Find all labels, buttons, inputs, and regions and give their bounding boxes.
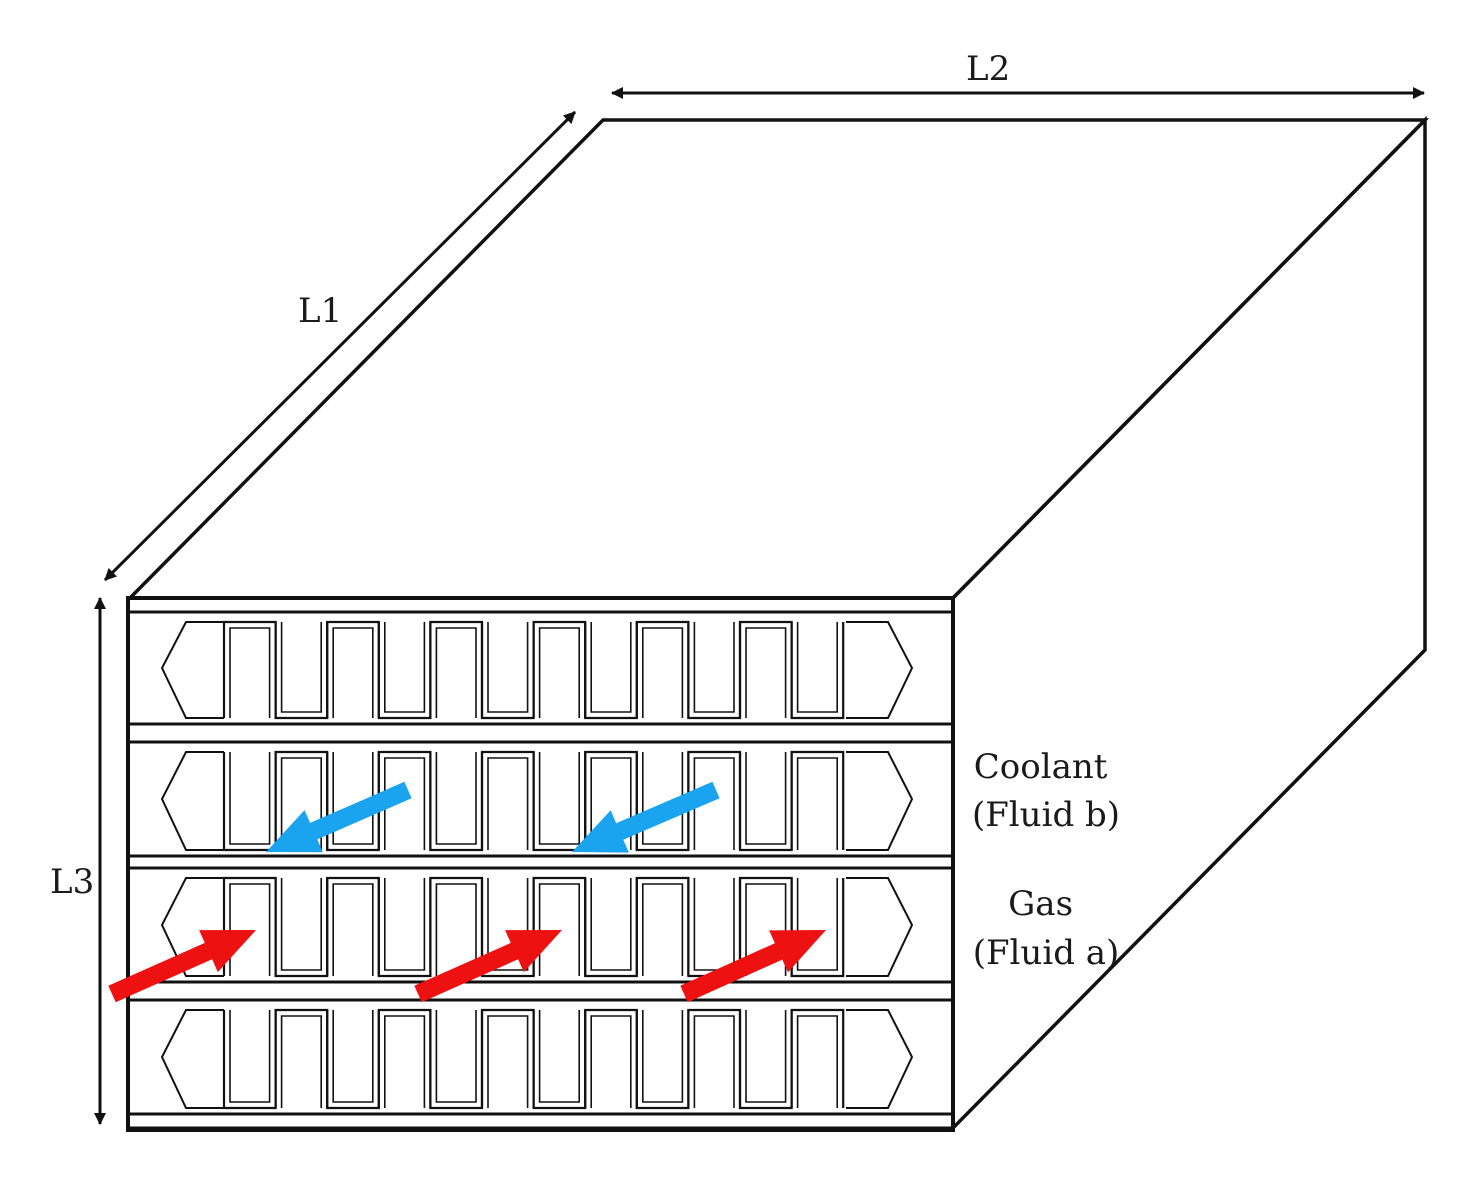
fin-segment-inner (796, 622, 838, 713)
fin-segment-inner (796, 878, 838, 971)
fin-segment-inner (642, 1010, 684, 1103)
fin-segment-inner (745, 752, 787, 845)
fin-end-cap-left (160, 877, 224, 977)
fin-end-cap-left (160, 1009, 224, 1109)
fin-segment-inner (796, 757, 838, 850)
fin-segment-inner (590, 622, 632, 713)
fin-segment-inner (538, 627, 580, 718)
fin-segment-inner (280, 878, 322, 971)
fin-segment-inner (538, 1010, 580, 1103)
block-front-face (126, 596, 955, 1132)
block-right-face (951, 115, 1427, 1133)
fin-segment-inner (332, 883, 374, 976)
fin-segment-inner (538, 883, 580, 976)
fin-segment-inner (435, 627, 477, 718)
coolant-flow-arrow (572, 781, 720, 853)
fin-segment-inner (229, 883, 271, 976)
fin-segment (790, 750, 845, 850)
fin-end-cap-right (846, 621, 914, 719)
label-l3: L3 (50, 862, 94, 902)
fin-segment-inner (229, 627, 271, 718)
fin-segment-inner (487, 1015, 529, 1108)
fin-segment-inner (435, 883, 477, 976)
gas-flow-arrow (680, 930, 826, 1003)
fin-segment-inner (487, 757, 529, 850)
fin-segment-inner (229, 752, 271, 845)
fin-segment-inner (693, 622, 735, 713)
gas-flow-arrow (414, 930, 562, 1003)
fin-segment-inner (590, 1015, 632, 1108)
exchanger-block (125, 115, 1430, 1133)
flow-arrows (108, 781, 826, 1003)
fin-segment-inner (745, 883, 787, 976)
fin-segment-inner (435, 1010, 477, 1103)
coolant-flow-arrow (266, 781, 412, 853)
fin-segment-inner (487, 878, 529, 971)
gas-label-line2: (Fluid a) (973, 933, 1120, 973)
label-l1: L1 (298, 291, 342, 331)
fin-segment-inner (590, 757, 632, 850)
dimension-line-l1 (103, 110, 577, 582)
gas-label-line1: Gas (1008, 884, 1073, 924)
fin-layers (160, 620, 914, 1110)
fin-end-cap-left (160, 751, 224, 851)
label-l2: L2 (966, 49, 1010, 89)
block-top-face (125, 118, 1430, 600)
coolant-label-line1: Coolant (974, 747, 1108, 787)
dimension-lines (94, 87, 1425, 1125)
fin-segment-inner (280, 622, 322, 713)
fin-segment-inner (745, 1010, 787, 1103)
gas-label: Gas (Fluid a) (973, 884, 1120, 973)
fin-row (160, 1008, 914, 1110)
fin-segment-inner (280, 1015, 322, 1108)
fin-segment-inner (487, 622, 529, 713)
fin-end-cap-left (160, 621, 224, 719)
fin-segment-inner (280, 757, 322, 850)
fin-segment-inner (796, 1015, 838, 1108)
fin-segment-inner (538, 752, 580, 845)
fin-segment-inner (590, 878, 632, 971)
fin-segment-inner (384, 622, 426, 713)
fin-segment-inner (229, 1010, 271, 1103)
fin-end-cap-right (846, 877, 914, 977)
fin-segment-inner (332, 1010, 374, 1103)
coolant-label-line2: (Fluid b) (972, 795, 1120, 835)
fin-segment (790, 878, 845, 978)
fin-segment-inner (642, 883, 684, 976)
fin-end-cap-right (846, 1009, 914, 1109)
gas-flow-arrow (108, 930, 256, 1003)
fin-segment-inner (642, 627, 684, 718)
fin-segment-inner (384, 1015, 426, 1108)
separator-plates (128, 596, 953, 1130)
fin-segment (790, 1008, 845, 1108)
coolant-label: Coolant (Fluid b) (972, 747, 1120, 835)
fin-segment-inner (435, 752, 477, 845)
fin-row (160, 620, 914, 720)
fin-end-cap-right (846, 751, 914, 851)
fin-segment-inner (693, 1015, 735, 1108)
fin-segment (790, 622, 845, 720)
fin-segment-inner (745, 627, 787, 718)
fin-segment-inner (332, 627, 374, 718)
fin-segment-inner (693, 878, 735, 971)
fin-segment-inner (384, 878, 426, 971)
